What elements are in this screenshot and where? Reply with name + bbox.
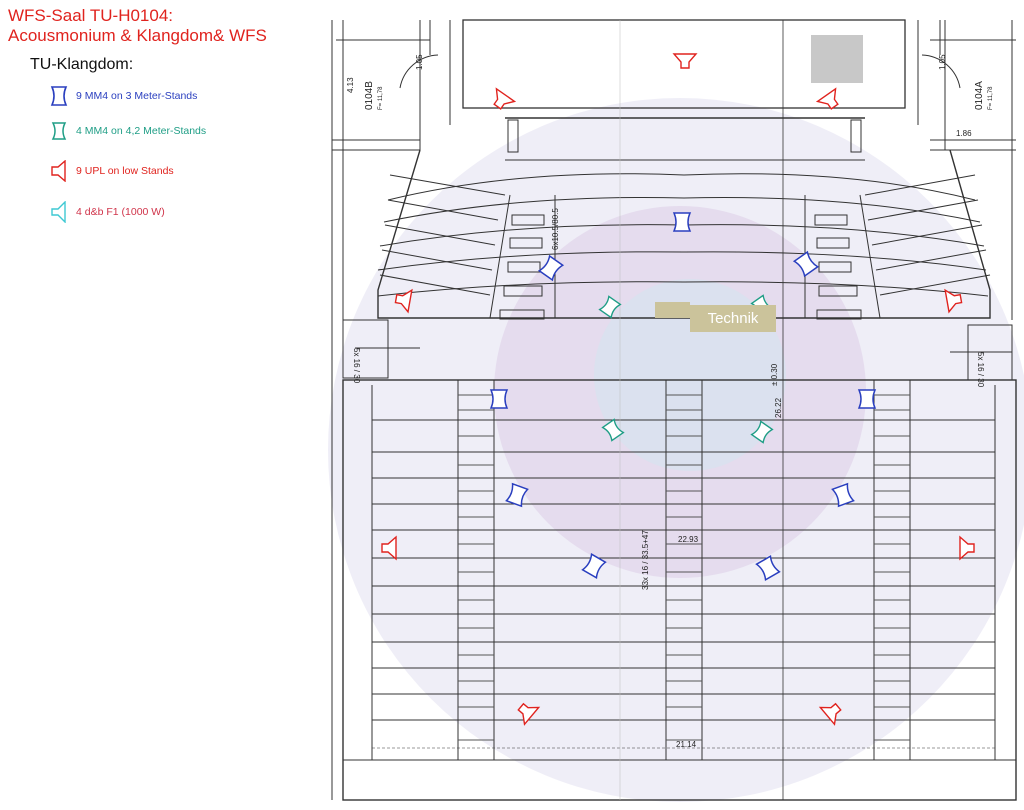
speaker-mm4-blue-5: [858, 389, 876, 409]
room-right-sub: F= 11,78: [988, 86, 994, 110]
dim-width-bottom: 21.14: [676, 740, 697, 749]
room-left-label: 0104B: [364, 81, 375, 110]
speaker-mm4-icon: [50, 86, 68, 106]
dim-left-side: 4.13: [346, 77, 355, 93]
legend-label: 9 MM4 on 3 Meter-Stands: [76, 90, 198, 102]
dim-lower-rows: 33x 16 / 33.5+47: [641, 530, 650, 590]
speaker-upl-icon: [51, 160, 66, 182]
speaker-f1-icon: [51, 201, 66, 223]
legend-item-mm4-green: 4 MM4 on 4,2 Meter-Stands: [48, 121, 206, 141]
legend-label: 4 MM4 on 4,2 Meter-Stands: [76, 125, 207, 137]
speaker-upl-top-left: [487, 88, 516, 114]
dim-right-small: 1.86: [956, 129, 972, 138]
dim-upper-rows: 6x10.5/80.5: [551, 208, 560, 250]
speaker-mm4-blue-1: [673, 212, 691, 232]
speaker-upl-stage: [673, 53, 697, 69]
stair-right-label: 5x 16 / 30: [976, 352, 985, 388]
architecture: [331, 19, 1017, 801]
technik-area-extension: [655, 302, 690, 318]
equipment-box: [811, 35, 863, 83]
dimensions: 22.93 21.14 6x10.5/80.5 33x 16 / 33.5+47…: [346, 54, 994, 749]
dim-top-right: 1.05: [938, 54, 947, 70]
legend-item-mm4-blue: 9 MM4 on 3 Meter-Stands: [48, 86, 197, 106]
legend-label: 9 UPL on low Stands: [76, 165, 174, 177]
speaker-mm4-icon: [51, 122, 67, 140]
legend-label: 4 d&b F1 (1000 W): [76, 206, 165, 218]
technik-area: Technik: [690, 305, 776, 332]
legend-item-f1: 4 d&b F1 (1000 W): [48, 201, 165, 223]
room-left-sub: F= 11,78: [378, 86, 384, 110]
dim-top-left: 1.05: [415, 54, 424, 70]
legend-heading: TU-Klangdom:: [30, 56, 134, 73]
speaker-mm4-blue-4: [490, 389, 508, 409]
diagram-title-line2: Acousmonium & Klangdom& WFS: [8, 26, 267, 45]
dim-level: ± 0.30: [770, 363, 779, 386]
room-right-label: 0104A: [974, 81, 985, 110]
stair-left-label: 5x 16 / 30: [352, 348, 361, 384]
speaker-upl-top-right: [816, 88, 845, 114]
diagram-title: WFS-Saal TU-H0104:: [8, 6, 174, 25]
legend-item-upl: 9 UPL on low Stands: [48, 160, 174, 182]
dim-length: 26.22: [774, 397, 783, 418]
dim-width-mid: 22.93: [678, 535, 699, 544]
